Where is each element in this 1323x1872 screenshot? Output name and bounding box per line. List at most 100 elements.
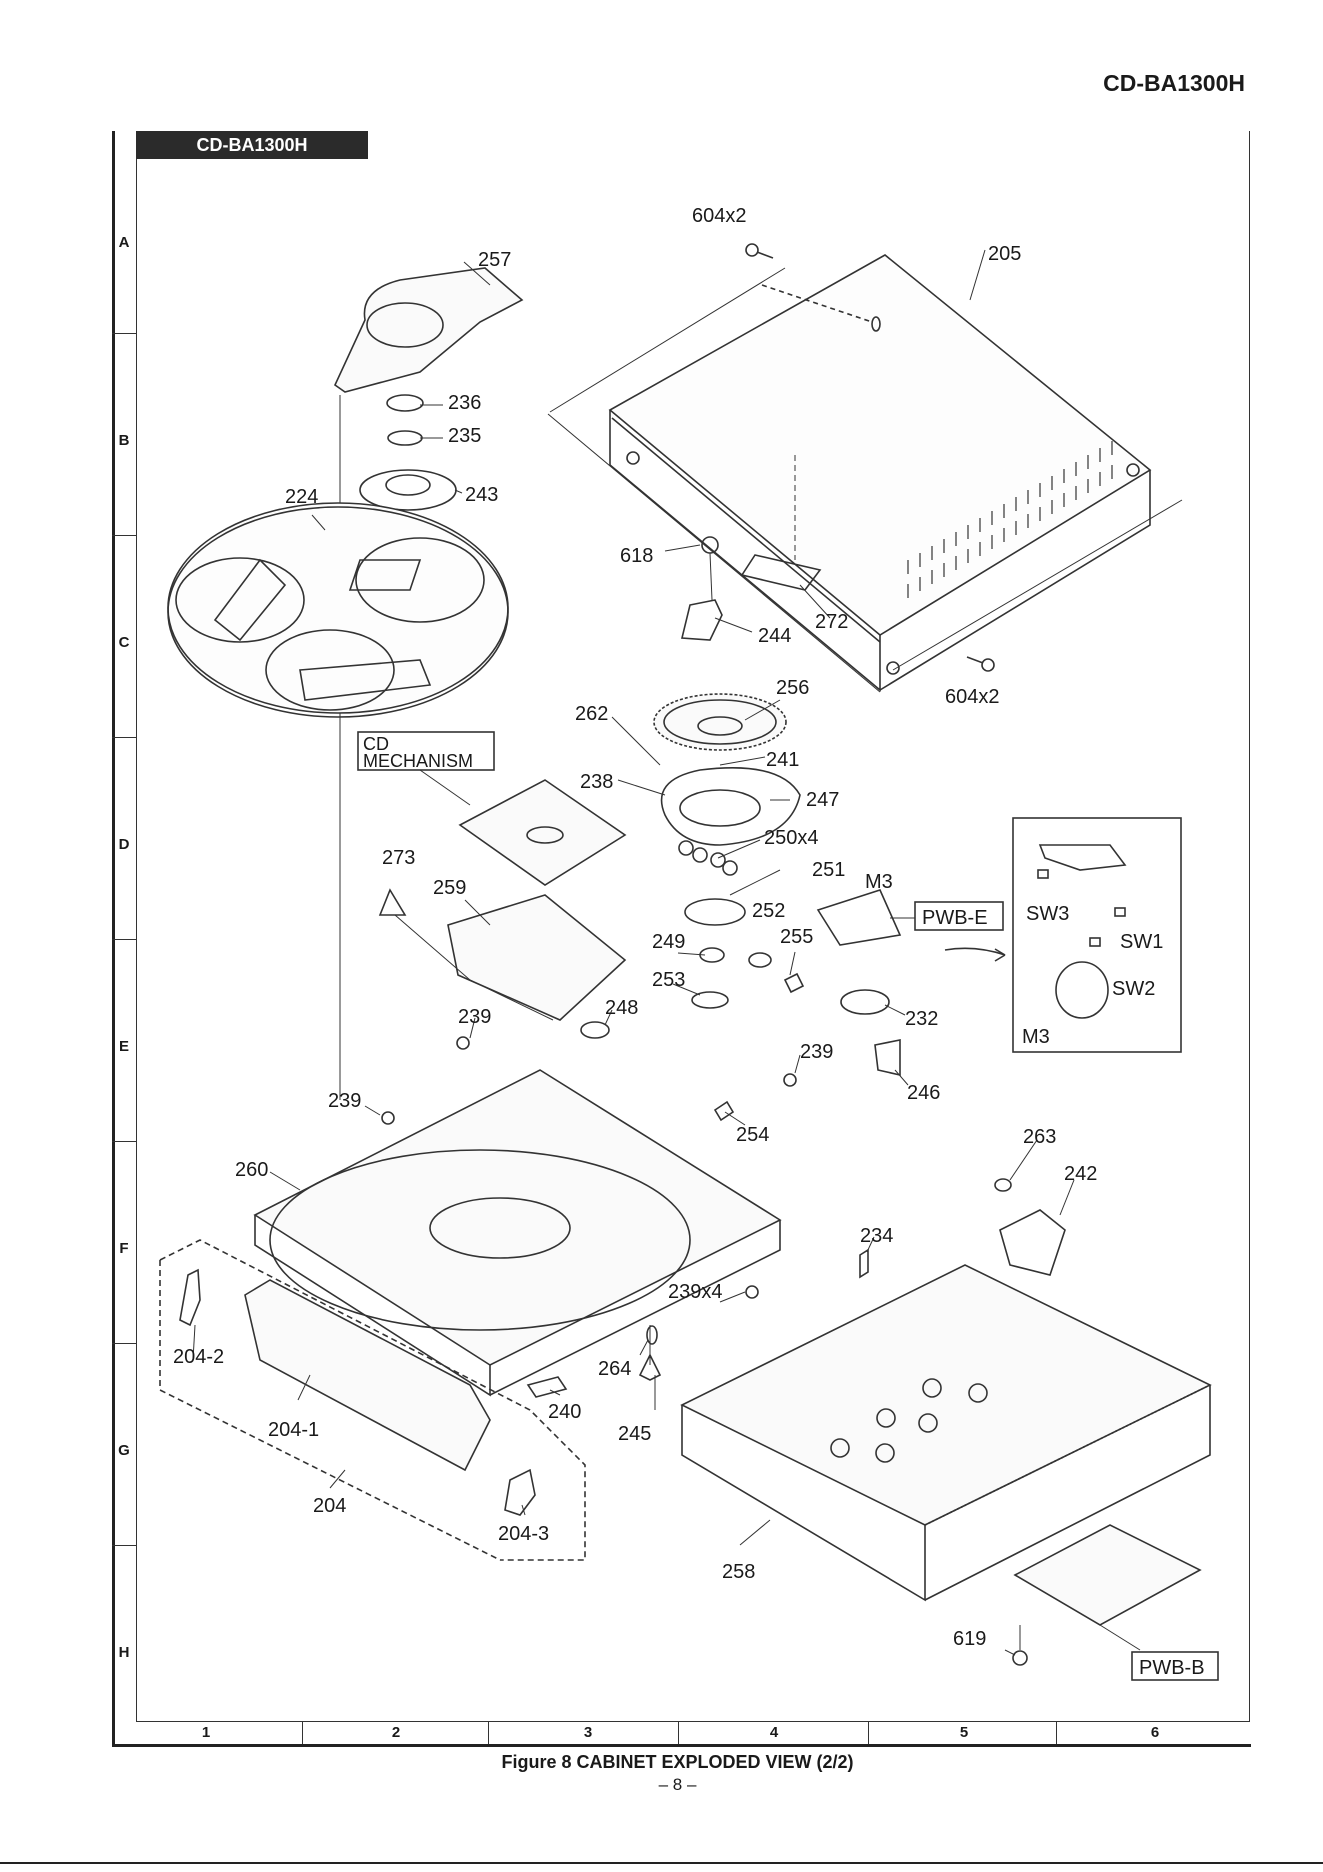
row-label-e: E <box>118 1038 129 1055</box>
spring-264 <box>646 1325 658 1345</box>
inset-label-m3: M3 <box>1022 1026 1050 1048</box>
part-label: 249 <box>652 931 685 953</box>
row-divider <box>112 1141 136 1142</box>
part-255 <box>783 972 805 994</box>
part-label: 232 <box>905 1008 938 1030</box>
arrow-to-inset <box>944 947 1006 956</box>
screw-604-bottom <box>966 656 995 672</box>
part-label: 204-1 <box>268 1419 319 1441</box>
clamper-243 <box>359 469 457 511</box>
front-panel-204-1 <box>244 1279 491 1472</box>
part-label: 236 <box>448 392 481 414</box>
part-label: 204 <box>313 1495 346 1517</box>
part-label: 239 <box>328 1090 361 1112</box>
col-divider <box>868 1721 869 1744</box>
front-panel-group-outline <box>159 1239 586 1561</box>
pulley-250 <box>678 840 738 876</box>
label-234 <box>859 1248 869 1279</box>
screw-604-top <box>745 243 774 259</box>
row-label-h: H <box>118 1644 130 1661</box>
part-label: 204-3 <box>498 1523 549 1545</box>
part-label: 255 <box>780 926 813 948</box>
col-divider <box>678 1721 679 1744</box>
screw-239b <box>456 1036 470 1050</box>
part-label: 242 <box>1064 1163 1097 1185</box>
part-label: 259 <box>433 877 466 899</box>
part-label: 234 <box>860 1225 893 1247</box>
gear-252 <box>748 952 772 968</box>
part-label: 248 <box>605 997 638 1019</box>
part-label: 205 <box>988 243 1021 265</box>
part-label: 239 <box>458 1006 491 1028</box>
part-label: 240 <box>548 1401 581 1423</box>
lever-244 <box>680 599 723 641</box>
clamper-holder-257 <box>333 267 524 393</box>
gear-248 <box>580 1021 610 1039</box>
part-label: 257 <box>478 249 511 271</box>
part-label: 250x4 <box>764 827 819 849</box>
part-label: 224 <box>285 486 318 508</box>
col-label-1: 1 <box>201 1724 211 1741</box>
model-number: CD-BA1300H <box>1103 70 1245 96</box>
cd-mechanism-box <box>357 731 495 771</box>
col-label-2: 2 <box>391 1724 401 1741</box>
col-label-4: 4 <box>769 1724 779 1741</box>
gear-256 <box>653 693 787 751</box>
pwb-b-board <box>1013 1524 1202 1626</box>
col-label-5: 5 <box>959 1724 969 1741</box>
belt-232 <box>840 989 890 1015</box>
part-label: M3 <box>865 871 893 893</box>
part-label: 238 <box>580 771 613 793</box>
row-divider <box>112 1545 136 1546</box>
washer-236 <box>386 394 424 412</box>
cam-247 <box>660 767 801 846</box>
row-label-a: A <box>118 234 130 251</box>
washer-235 <box>387 430 423 446</box>
figure-caption: Figure 8 CABINET EXPLODED VIEW (2/2) <box>501 1752 854 1772</box>
cd-mechanism-label: CD <box>363 734 389 754</box>
screw-239x4 <box>745 1285 759 1299</box>
inset-switch-board <box>1038 844 1127 871</box>
inset-label-sw3: SW3 <box>1026 903 1069 925</box>
col-divider <box>302 1721 303 1744</box>
part-label: 252 <box>752 900 785 922</box>
pwb-b-label: PWB-B <box>1139 1657 1205 1679</box>
part-label: 256 <box>776 677 809 699</box>
part-273 <box>378 888 407 916</box>
row-divider <box>112 535 136 536</box>
cd-mechanism-label: MECHANISM <box>363 751 473 771</box>
page-bottom-rule <box>0 1862 1323 1864</box>
screw-239c <box>783 1073 797 1087</box>
pwb-b-box <box>1131 1651 1219 1681</box>
part-label: 618 <box>620 545 653 567</box>
part-label: 264 <box>598 1358 631 1380</box>
part-240 <box>526 1376 568 1398</box>
col-header-rule <box>136 1721 1248 1722</box>
motor-bracket-M3 <box>816 889 902 946</box>
row-label-g: G <box>118 1442 130 1459</box>
part-label: 246 <box>907 1082 940 1104</box>
spring-263 <box>994 1178 1012 1192</box>
part-label: 244 <box>758 625 791 647</box>
part-204-3 <box>504 1468 536 1516</box>
part-label: 272 <box>815 611 848 633</box>
part-label: 204-2 <box>173 1346 224 1368</box>
part-label: 604x2 <box>692 205 747 227</box>
part-label: 239 <box>800 1041 833 1063</box>
part-label: 253 <box>652 969 685 991</box>
part-label: 243 <box>465 484 498 506</box>
part-label: 245 <box>618 1423 651 1445</box>
row-label-d: D <box>118 836 130 853</box>
bracket-204-2 <box>179 1268 201 1327</box>
col-divider <box>488 1721 489 1744</box>
col-label-6: 6 <box>1150 1724 1160 1741</box>
part-label: 241 <box>766 749 799 771</box>
row-label-f: F <box>119 1240 129 1257</box>
part-label: 263 <box>1023 1126 1056 1148</box>
part-label: 262 <box>575 703 608 725</box>
lever-254 <box>713 1100 735 1122</box>
part-label: 619 <box>953 1628 986 1650</box>
part-label: 247 <box>806 789 839 811</box>
mechanism-holder-259 <box>447 894 627 1021</box>
